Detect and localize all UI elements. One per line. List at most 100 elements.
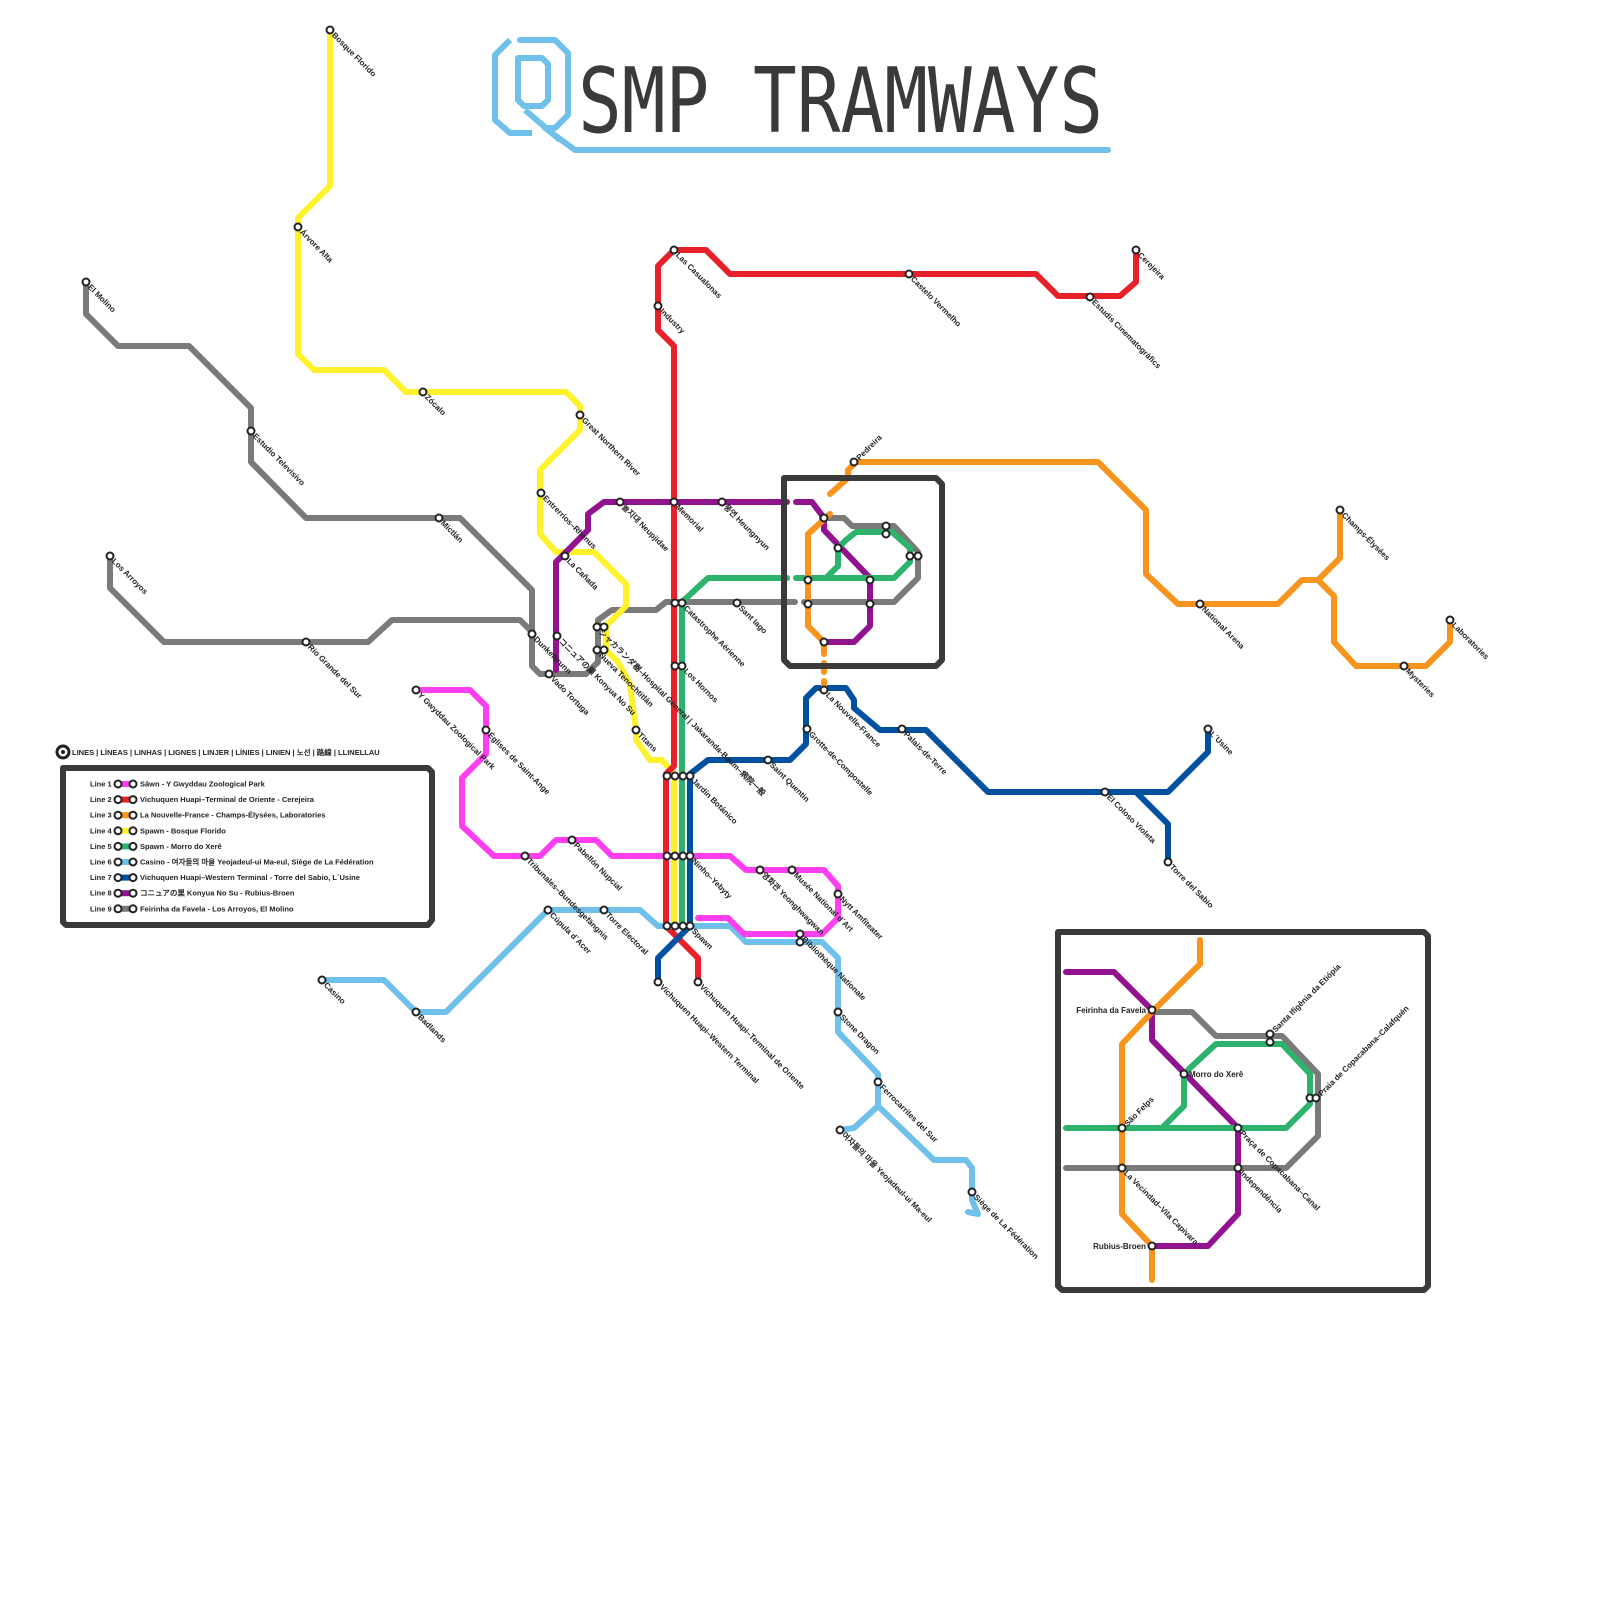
station-marker[interactable]	[687, 923, 694, 930]
legend-line-label: Line 3	[90, 811, 112, 820]
station-marker[interactable]	[797, 931, 804, 938]
station-marker[interactable]	[680, 773, 687, 780]
station-marker[interactable]	[655, 303, 662, 310]
station-marker[interactable]	[969, 1189, 976, 1196]
station-marker[interactable]	[1401, 663, 1408, 670]
station-marker[interactable]	[413, 687, 420, 694]
station-marker[interactable]	[719, 499, 726, 506]
station-marker[interactable]	[851, 459, 858, 466]
station-marker[interactable]	[554, 633, 561, 640]
station-marker[interactable]	[671, 499, 678, 506]
station-marker[interactable]	[837, 1127, 844, 1134]
station-marker[interactable]	[757, 867, 764, 874]
interchange-marker[interactable]	[867, 577, 874, 584]
station-marker[interactable]	[680, 853, 687, 860]
station-marker[interactable]	[672, 853, 679, 860]
station-marker[interactable]	[420, 389, 427, 396]
interchange-marker[interactable]	[805, 601, 812, 608]
interchange-marker[interactable]	[805, 577, 812, 584]
station-marker[interactable]	[546, 671, 553, 678]
station-marker[interactable]	[545, 907, 552, 914]
station-marker[interactable]	[664, 923, 671, 930]
inset-station-marker[interactable]	[1313, 1095, 1320, 1102]
station-marker[interactable]	[664, 853, 671, 860]
station-marker[interactable]	[248, 428, 255, 435]
station-marker[interactable]	[529, 631, 536, 638]
station-marker[interactable]	[765, 757, 772, 764]
interchange-marker[interactable]	[835, 545, 842, 552]
station-marker[interactable]	[1197, 601, 1204, 608]
station-marker[interactable]	[655, 979, 662, 986]
station-marker[interactable]	[577, 412, 584, 419]
station-marker[interactable]	[875, 1079, 882, 1086]
legend-route: Sāwn - Y Gwyddau Zoological Park	[140, 780, 266, 789]
station-marker[interactable]	[789, 867, 796, 874]
station-marker[interactable]	[1133, 247, 1140, 254]
station-marker[interactable]	[1102, 789, 1109, 796]
station-marker[interactable]	[687, 853, 694, 860]
station-marker[interactable]	[679, 663, 686, 670]
station-marker[interactable]	[538, 490, 545, 497]
station-marker[interactable]	[1447, 617, 1454, 624]
station-marker[interactable]	[633, 727, 640, 734]
station-marker[interactable]	[1087, 294, 1094, 301]
inset-station-marker[interactable]	[1181, 1071, 1188, 1078]
station-marker[interactable]	[319, 977, 326, 984]
station-marker[interactable]	[899, 726, 906, 733]
station-marker[interactable]	[594, 624, 601, 631]
interchange-marker[interactable]	[907, 553, 914, 560]
station-marker[interactable]	[835, 891, 842, 898]
station-marker[interactable]	[107, 553, 114, 560]
inset-station-marker[interactable]	[1267, 1031, 1274, 1038]
station-marker[interactable]	[821, 687, 828, 694]
station-marker[interactable]	[522, 853, 529, 860]
station-marker[interactable]	[734, 600, 741, 607]
station-marker[interactable]	[672, 663, 679, 670]
station-label: Estudis Cinematogràfics	[1090, 298, 1163, 371]
interchange-marker[interactable]	[867, 601, 874, 608]
inset-station-marker[interactable]	[1119, 1125, 1126, 1132]
page-title: SMP TRAMWAYS	[578, 49, 1103, 154]
station-marker[interactable]	[483, 727, 490, 734]
station-marker[interactable]	[672, 773, 679, 780]
inset-frame	[1058, 932, 1428, 1290]
station-marker[interactable]	[594, 647, 601, 654]
station-marker[interactable]	[617, 499, 624, 506]
station-marker[interactable]	[672, 923, 679, 930]
interchange-marker[interactable]	[883, 531, 890, 538]
station-marker[interactable]	[695, 979, 702, 986]
inset-station-marker[interactable]	[1149, 1243, 1156, 1250]
station-marker[interactable]	[436, 515, 443, 522]
inset-station-marker[interactable]	[1235, 1165, 1242, 1172]
station-label: Torre Electoral	[604, 911, 650, 957]
station-marker[interactable]	[1337, 507, 1344, 514]
station-marker[interactable]	[672, 600, 679, 607]
station-marker[interactable]	[295, 224, 302, 231]
station-marker[interactable]	[664, 773, 671, 780]
interchange-marker[interactable]	[821, 515, 828, 522]
legend-terminus-icon	[130, 827, 137, 834]
interchange-marker[interactable]	[821, 639, 828, 646]
station-marker[interactable]	[804, 726, 811, 733]
station-marker[interactable]	[1165, 859, 1172, 866]
inset-station-marker[interactable]	[1235, 1125, 1242, 1132]
station-marker[interactable]	[1205, 726, 1212, 733]
station-marker[interactable]	[413, 1009, 420, 1016]
station-marker[interactable]	[327, 27, 334, 34]
station-marker[interactable]	[83, 279, 90, 286]
station-marker[interactable]	[835, 1009, 842, 1016]
station-marker[interactable]	[569, 837, 576, 844]
station-marker[interactable]	[562, 553, 569, 560]
inset-station-marker[interactable]	[1267, 1039, 1274, 1046]
station-marker[interactable]	[687, 773, 694, 780]
interchange-marker[interactable]	[915, 553, 922, 560]
station-marker[interactable]	[601, 907, 608, 914]
station-marker[interactable]	[906, 271, 913, 278]
station-marker[interactable]	[671, 247, 678, 254]
interchange-marker[interactable]	[883, 523, 890, 530]
inset-station-marker[interactable]	[1119, 1165, 1126, 1172]
station-marker[interactable]	[679, 600, 686, 607]
station-marker[interactable]	[680, 923, 687, 930]
station-marker[interactable]	[303, 639, 310, 646]
inset-station-marker[interactable]	[1149, 1007, 1156, 1014]
